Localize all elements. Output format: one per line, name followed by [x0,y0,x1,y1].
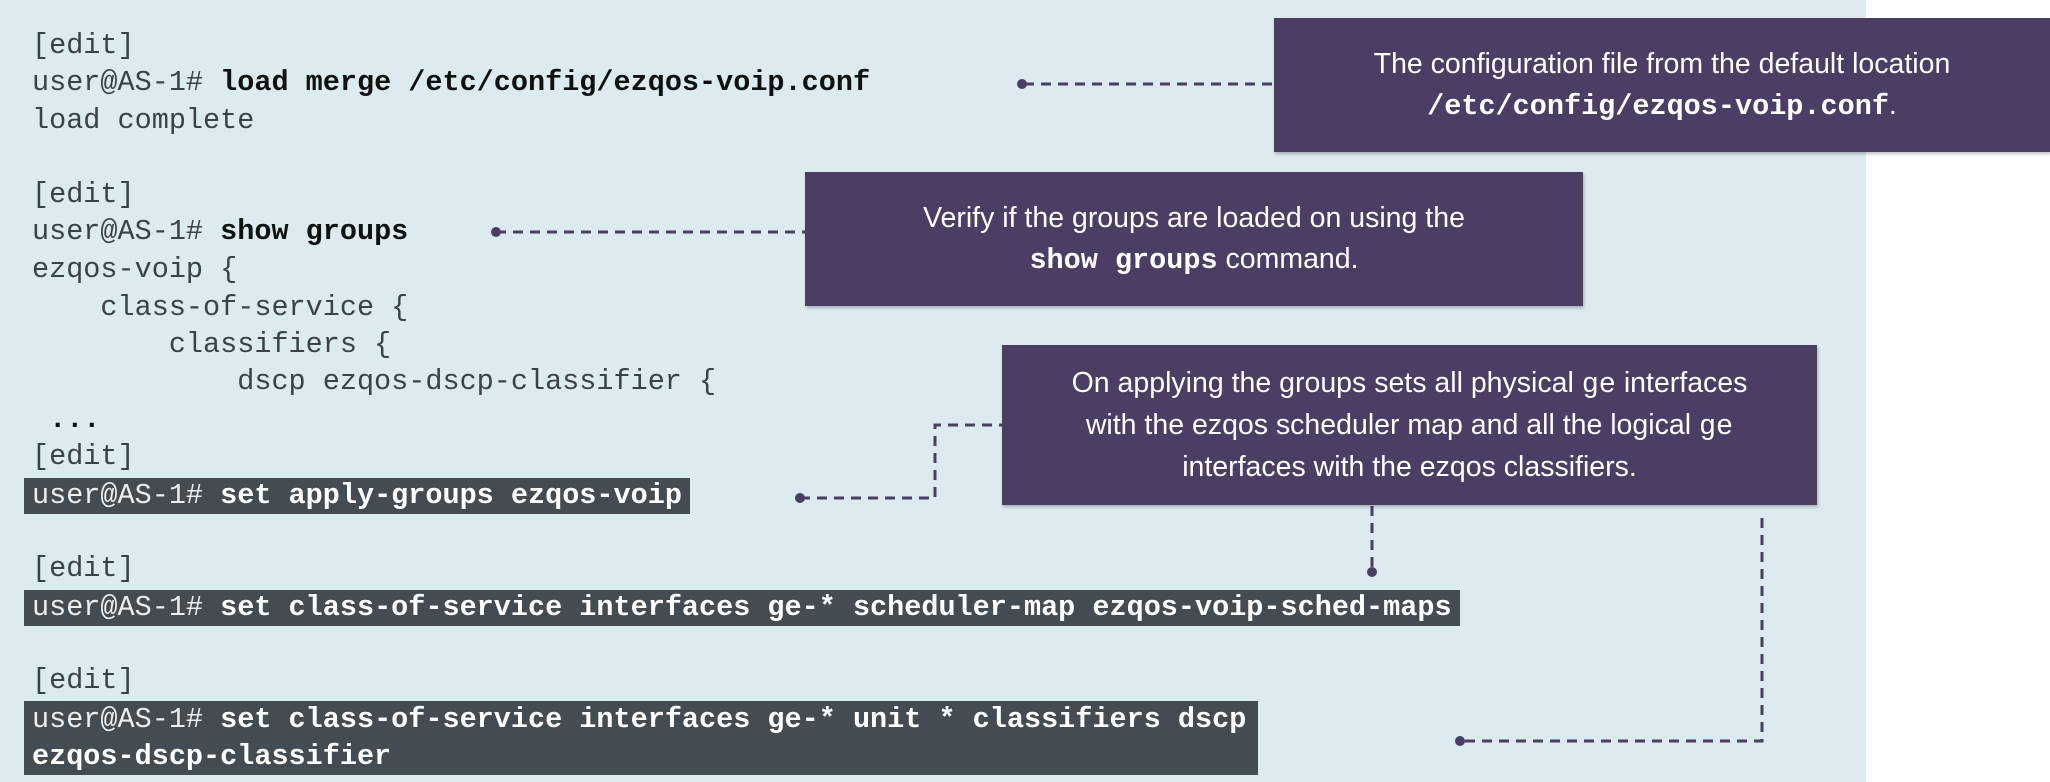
edit-context: [edit] [32,440,135,473]
callout-text: with the ezqos scheduler map and all the… [1085,408,1699,441]
connector-dot [1455,736,1465,746]
prompt: user@AS-1# [32,703,204,736]
output-ellipsis: ... [32,403,101,436]
prompt: user@AS-1# [32,591,204,624]
callout-show-groups: Verify if the groups are loaded on using… [805,172,1583,306]
highlighted-command-apply-groups: user@AS-1# set apply-groups ezqos-voip [24,478,690,514]
callout-text-line1: On applying the groups sets all physical… [1002,363,1817,405]
callout-text: interfaces [1615,366,1748,399]
command-line-show-groups: user@AS-1# show groups [32,214,408,250]
command-line-load-merge: user@AS-1# load merge /etc/config/ezqos-… [32,65,870,101]
highlighted-command-scheduler-map: user@AS-1# set class-of-service interfac… [24,590,1460,626]
command-text: set apply-groups ezqos-voip [220,479,682,512]
command-text: set class-of-service interfaces ge-* sch… [220,591,1452,624]
callout-path: /etc/config/ezqos-voip.conf [1427,89,1889,123]
edit-context: [edit] [32,178,135,211]
edit-context: [edit] [32,552,135,585]
callout-text: Verify if the groups are loaded on using… [923,201,1465,234]
callout-ge-code: ge [1698,409,1734,443]
highlighted-command-classifiers: user@AS-1# set class-of-service interfac… [24,701,1259,775]
callout-load-merge: The configuration file from the default … [1274,18,2050,152]
output-line: classifiers { [32,328,392,361]
output-line: ezqos-voip { [32,253,238,286]
callout-text-line2: with the ezqos scheduler map and all the… [1002,405,1817,447]
connector-apply-groups [800,423,1002,500]
edit-context: [edit] [32,664,135,697]
callout-text-line3: interfaces with the ezqos classifiers. [1182,450,1637,483]
connector-dot [1017,79,1027,89]
connector-dot [491,227,501,237]
command-text: set class-of-service interfaces ge-* uni… [220,703,1247,736]
callout-text: The configuration file from the default … [1373,47,1951,80]
prompt: user@AS-1# [32,479,204,512]
command-text-continued: ezqos-dscp-classifier [32,740,392,773]
callout-ge-code: ge [1581,367,1616,401]
callout-text-line2: show groups command. [805,239,1583,281]
callout-suffix: . [1888,88,1897,121]
prompt: user@AS-1# [32,66,204,99]
output-line: dscp ezqos-dscp-classifier { [32,365,717,398]
command-text: show groups [220,215,409,248]
connector-dot [795,493,805,503]
connector-dot [1367,567,1377,577]
command-output: load complete [32,104,255,137]
prompt: user@AS-1# [32,215,204,248]
callout-command: show groups [1029,243,1218,277]
callout-apply-groups: On applying the groups sets all physical… [1002,345,1817,505]
callout-text: On applying the groups sets all physical [1071,366,1582,399]
callout-suffix: command. [1217,242,1359,275]
edit-context: [edit] [32,29,135,62]
callout-text-line2: /etc/config/ezqos-voip.conf. [1274,85,2050,127]
command-text: load merge /etc/config/ezqos-voip.conf [220,66,871,99]
connector-classifiers [1460,518,1764,743]
output-line: class-of-service { [32,291,409,324]
